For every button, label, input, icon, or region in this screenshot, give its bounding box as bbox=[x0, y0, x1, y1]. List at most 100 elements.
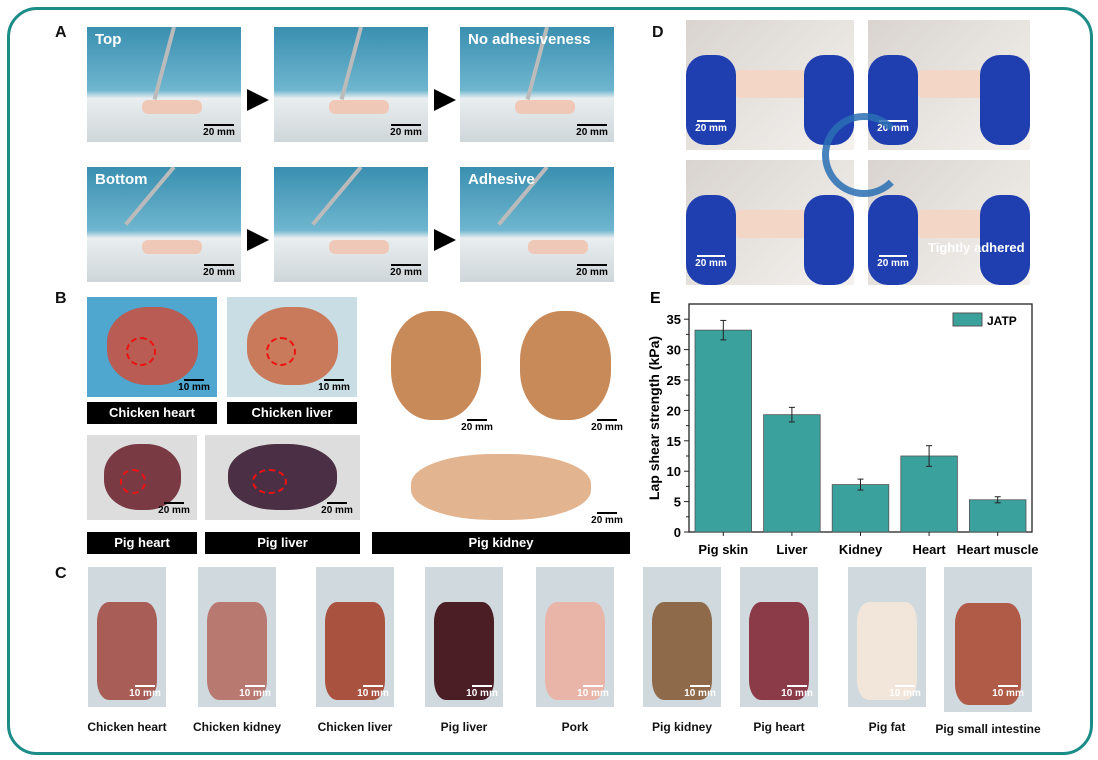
scale-bar: 10 mm bbox=[354, 685, 392, 699]
scale-bar-label: 20 mm bbox=[695, 123, 727, 134]
photo-panel-b: 20 mm bbox=[87, 435, 197, 520]
scale-bar: 20 mm bbox=[155, 502, 193, 516]
tissue-sample bbox=[528, 240, 588, 254]
tissue-label: Chicken kidney bbox=[192, 720, 282, 734]
scale-bar-label: 10 mm bbox=[318, 382, 350, 393]
scale-bar-label: 20 mm bbox=[695, 258, 727, 269]
photo-caption: Adhesive bbox=[468, 171, 535, 188]
scale-bar-label: 20 mm bbox=[877, 258, 909, 269]
hydrogel-strip bbox=[918, 210, 988, 238]
scale-bar: 10 mm bbox=[886, 685, 924, 699]
photo-panel-c: 10 mm bbox=[425, 567, 503, 707]
scale-bar-line bbox=[327, 502, 347, 504]
tissue-label: Pig liver bbox=[440, 720, 488, 734]
scale-bar-line bbox=[895, 685, 915, 687]
scale-bar-line bbox=[597, 419, 617, 421]
scale-bar-line bbox=[577, 124, 607, 126]
photo-panel-d: 20 mm bbox=[686, 160, 854, 285]
arrow-icon bbox=[434, 229, 456, 251]
scale-bar-line bbox=[204, 124, 234, 126]
cycle-arrows-icon bbox=[822, 113, 906, 197]
scale-bar: 20 mm bbox=[386, 124, 426, 138]
scale-bar: 20 mm bbox=[588, 419, 626, 433]
glove-left bbox=[686, 195, 736, 285]
photo-panel-c: 10 mm bbox=[944, 567, 1032, 712]
scale-bar-line bbox=[184, 379, 204, 381]
scale-bar-line bbox=[597, 512, 617, 514]
scale-bar: 20 mm bbox=[873, 255, 913, 269]
scale-bar-label: 10 mm bbox=[178, 382, 210, 393]
scale-bar-line bbox=[467, 419, 487, 421]
scale-bar-label: 20 mm bbox=[390, 127, 422, 138]
scale-bar-label: 20 mm bbox=[576, 127, 608, 138]
scale-bar: 10 mm bbox=[778, 685, 816, 699]
scale-bar: 10 mm bbox=[574, 685, 612, 699]
figure-frame bbox=[7, 7, 1093, 755]
panel-label-d: D bbox=[652, 24, 664, 41]
scale-bar-line bbox=[879, 255, 907, 257]
tissue bbox=[954, 603, 1022, 705]
photo-panel-d: 20 mm bbox=[686, 20, 854, 150]
tissue-label: Pig heart bbox=[753, 720, 805, 734]
glove-left bbox=[686, 55, 736, 145]
scale-bar: 20 mm bbox=[691, 255, 731, 269]
tightly-adhered-caption: Tightly adhered bbox=[928, 240, 1025, 255]
tweezers bbox=[152, 27, 176, 100]
photo-panel-c: 10 mm bbox=[316, 567, 394, 707]
scale-bar: 10 mm bbox=[315, 379, 353, 393]
tweezers bbox=[339, 27, 363, 100]
tissue-sample bbox=[142, 100, 202, 114]
scale-bar: 20 mm bbox=[588, 512, 626, 526]
arrow-icon bbox=[247, 229, 269, 251]
glove-right bbox=[804, 195, 854, 285]
scale-bar: 20 mm bbox=[691, 120, 731, 134]
organ bbox=[391, 311, 481, 421]
scale-bar-label: 10 mm bbox=[357, 688, 389, 699]
tissue-label: Pig fat bbox=[868, 720, 906, 734]
photo-panel-b: 10 mm bbox=[87, 297, 217, 397]
scale-bar-label: 10 mm bbox=[684, 688, 716, 699]
scale-bar: 20 mm bbox=[199, 264, 239, 278]
tissue bbox=[97, 602, 157, 700]
photo-panel-c: 10 mm bbox=[88, 567, 166, 707]
photo-panel-b: 10 mm bbox=[227, 297, 357, 397]
tissue bbox=[857, 602, 917, 700]
scale-bar: 20 mm bbox=[386, 264, 426, 278]
scale-bar-label: 10 mm bbox=[992, 688, 1024, 699]
photo-caption: Bottom bbox=[95, 171, 148, 188]
incision-circle bbox=[251, 469, 287, 495]
scale-bar-line bbox=[391, 124, 421, 126]
scale-bar-label: 20 mm bbox=[591, 515, 623, 526]
panel-label-b: B bbox=[55, 290, 67, 307]
scale-bar: 20 mm bbox=[572, 264, 612, 278]
photo-panel-a: 20 mm bbox=[274, 167, 428, 282]
tissue-label: Pig kidney bbox=[651, 720, 713, 734]
scale-bar-line bbox=[697, 120, 725, 122]
hydrogel-strip bbox=[918, 70, 988, 98]
scale-bar: 10 mm bbox=[463, 685, 501, 699]
incision-circle bbox=[126, 337, 156, 366]
arrow-icon bbox=[247, 89, 269, 111]
scale-bar-label: 10 mm bbox=[466, 688, 498, 699]
glove-right bbox=[980, 195, 1030, 285]
scale-bar-label: 10 mm bbox=[129, 688, 161, 699]
photo-panel-a: 20 mm bbox=[274, 27, 428, 142]
arrow-icon bbox=[434, 89, 456, 111]
scale-bar-line bbox=[998, 685, 1018, 687]
tissue bbox=[749, 602, 809, 700]
scale-bar: 10 mm bbox=[126, 685, 164, 699]
hydrogel-strip bbox=[736, 210, 806, 238]
scale-bar-line bbox=[363, 685, 383, 687]
scale-bar-line bbox=[164, 502, 184, 504]
tissue bbox=[325, 602, 385, 700]
organ-label: Chicken heart bbox=[87, 402, 217, 424]
tissue bbox=[207, 602, 267, 700]
scale-bar-label: 20 mm bbox=[203, 267, 235, 278]
tissue-sample bbox=[142, 240, 202, 254]
tweezers bbox=[311, 167, 363, 226]
scale-bar-line bbox=[324, 379, 344, 381]
glove-left bbox=[868, 195, 918, 285]
photo-panel-a: Bottom 20 mm bbox=[87, 167, 241, 282]
